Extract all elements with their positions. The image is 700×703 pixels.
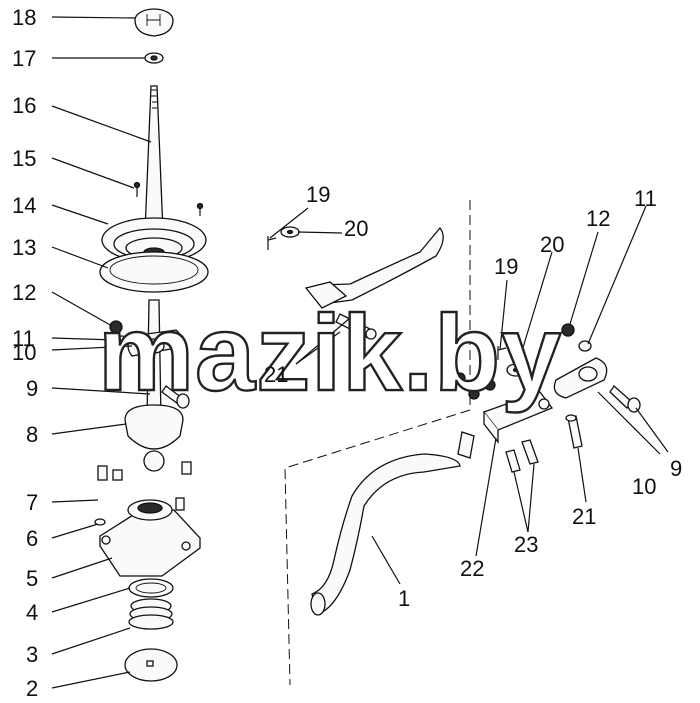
callout-2: 2 bbox=[26, 676, 38, 701]
callout-11-right: 11 bbox=[634, 186, 657, 211]
part-gasket bbox=[99, 251, 209, 293]
part-main-rod bbox=[310, 431, 475, 616]
callout-19-upper: 19 bbox=[306, 182, 330, 207]
part-pin-washer-upper bbox=[267, 226, 300, 250]
callout-16: 16 bbox=[12, 93, 36, 118]
callout-10-right: 10 bbox=[632, 474, 656, 499]
left-assembly bbox=[94, 8, 209, 682]
callout-9-left: 9 bbox=[26, 376, 38, 401]
leader-lines bbox=[51, 16, 669, 689]
part-cap bbox=[124, 648, 178, 682]
callout-21-upper: 21 bbox=[264, 362, 288, 387]
callout-18: 18 bbox=[12, 5, 36, 30]
part-bolt-left bbox=[161, 385, 190, 409]
part-ball-joint bbox=[124, 404, 184, 472]
part-ring bbox=[128, 578, 174, 598]
callout-8: 8 bbox=[26, 422, 38, 447]
callout-15: 15 bbox=[12, 146, 36, 171]
callout-17: 17 bbox=[12, 46, 36, 71]
watermark-text: mazik.by bbox=[98, 292, 562, 413]
callout-9-right: 9 bbox=[670, 456, 682, 481]
right-assembly bbox=[267, 200, 641, 686]
callout-21-right: 21 bbox=[572, 504, 596, 529]
callout-7: 7 bbox=[26, 490, 38, 515]
callout-3: 3 bbox=[26, 642, 38, 667]
callout-12-right: 12 bbox=[586, 206, 610, 231]
part-bolts-yoke bbox=[505, 439, 539, 473]
callout-20-upper: 20 bbox=[344, 216, 368, 241]
part-screws-small bbox=[133, 181, 204, 216]
callout-11-left: 11 bbox=[12, 326, 35, 351]
callout-5: 5 bbox=[26, 566, 38, 591]
part-lever-rod bbox=[144, 85, 164, 233]
part-spring bbox=[128, 598, 174, 630]
callout-19-right: 19 bbox=[494, 254, 518, 279]
part-pin-washer-right bbox=[497, 346, 526, 377]
callout-23: 23 bbox=[514, 532, 538, 557]
callout-numbers: 18 17 16 15 14 13 12 11 10 9 8 7 6 5 4 3… bbox=[12, 5, 682, 701]
part-nuts-joint bbox=[454, 372, 496, 400]
part-housing bbox=[99, 499, 201, 577]
callout-4: 4 bbox=[26, 600, 38, 625]
callout-12-left: 12 bbox=[12, 280, 36, 305]
part-clamp-right bbox=[553, 323, 608, 399]
callout-14: 14 bbox=[12, 193, 36, 218]
callout-20-right: 20 bbox=[540, 232, 564, 257]
part-knob bbox=[134, 8, 174, 37]
callout-10-left: 10 bbox=[12, 340, 36, 365]
callout-1: 1 bbox=[398, 586, 410, 611]
part-pin-right bbox=[565, 414, 583, 449]
part-upper-arm bbox=[304, 226, 444, 340]
callout-22: 22 bbox=[460, 556, 484, 581]
part-nut-top bbox=[144, 52, 164, 64]
callout-6: 6 bbox=[26, 526, 38, 551]
part-yoke bbox=[482, 391, 554, 444]
callout-13: 13 bbox=[12, 235, 36, 260]
